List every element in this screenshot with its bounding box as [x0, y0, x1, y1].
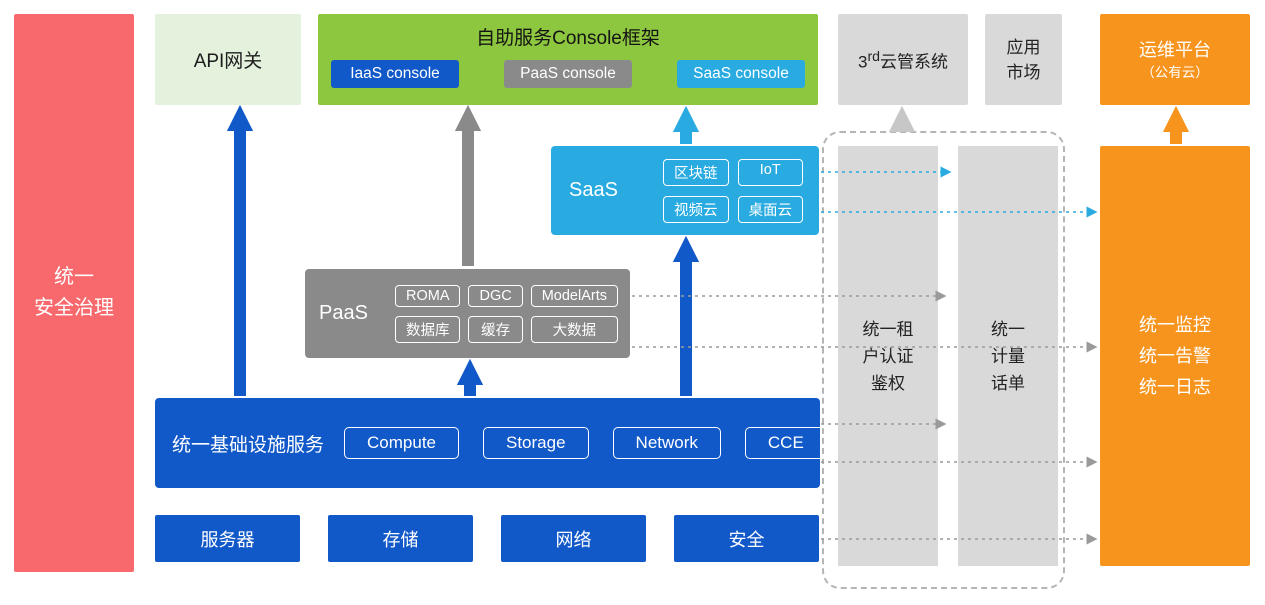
iaas-service-compute: Compute: [344, 427, 459, 459]
paas-service-grid: ROMA DGC ModelArts 数据库 缓存 大数据: [394, 284, 618, 343]
app-market-box: 应用 市场: [985, 14, 1062, 105]
iaas-label: 统一基础设施服务: [172, 434, 325, 456]
saas-service-iot: IoT: [737, 158, 803, 186]
resource-box-network: 网络: [501, 515, 646, 562]
paas-service-cache: 缓存: [468, 315, 523, 343]
app-market-line2: 市场: [1006, 62, 1041, 82]
security-governance-line2: 安全治理: [34, 297, 114, 319]
paas-service-dgc: DGC: [468, 284, 523, 307]
iaas-service-cce: CCE: [744, 427, 827, 459]
console-chip-row: IaaS console PaaS console SaaS console: [318, 60, 818, 88]
metering-line1: 统一: [991, 319, 1025, 339]
saas-service-grid: 区块链 IoT 视频云 桌面云: [663, 158, 803, 223]
metering-line3: 话单: [991, 373, 1025, 393]
resource-box-storage: 存储: [328, 515, 473, 562]
om-platform-box: 运维平台 （公有云）: [1100, 14, 1250, 105]
third-party-sup: rd: [867, 48, 881, 65]
saas-layer: SaaS 区块链 IoT 视频云 桌面云: [551, 146, 819, 235]
resource-box-server: 服务器: [155, 515, 300, 562]
iaas-layer: 统一基础设施服务 Compute Storage Network CCE: [155, 398, 827, 488]
om-platform-line2: （公有云）: [1141, 65, 1209, 80]
metering-line2: 计量: [991, 346, 1025, 366]
paas-label: PaaS: [319, 302, 368, 324]
paas-console-chip: PaaS console: [504, 60, 632, 88]
iaas-service-network: Network: [612, 427, 721, 459]
security-governance-line1: 统一: [54, 266, 94, 288]
monitor-alarm-log-box: 统一监控 统一告警 统一日志: [1100, 146, 1250, 566]
saas-console-chip: SaaS console: [677, 60, 805, 88]
paas-service-database: 数据库: [394, 315, 461, 343]
api-gateway-box: API网关: [155, 14, 301, 105]
saas-service-blockchain: 区块链: [663, 158, 729, 186]
iaas-service-row: Compute Storage Network CCE: [344, 427, 827, 459]
paas-service-roma: ROMA: [394, 284, 461, 307]
saas-label: SaaS: [569, 179, 618, 201]
shared-services-dashed-container: [822, 131, 1065, 589]
third-party-cms-label: 3rd云管系统: [857, 48, 949, 72]
paas-service-bigdata: 大数据: [530, 315, 618, 343]
resource-box-security: 安全: [674, 515, 819, 562]
api-gateway-label: API网关: [193, 51, 263, 72]
app-market-line1: 应用: [1006, 37, 1041, 57]
paas-layer: PaaS ROMA DGC ModelArts 数据库 缓存 大数据: [305, 269, 630, 358]
saas-service-video-cloud: 视频云: [663, 195, 729, 223]
monitor-line3: 统一日志: [1139, 376, 1211, 397]
om-platform-line1: 运维平台: [1139, 40, 1211, 60]
monitor-line2: 统一告警: [1139, 345, 1211, 366]
metering-bar: 统一 计量 话单: [958, 146, 1058, 566]
security-governance-pillar: 统一 安全治理: [14, 14, 134, 572]
tenant-auth-bar: 统一租 户认证 鉴权: [838, 146, 938, 566]
saas-service-desktop-cloud: 桌面云: [737, 195, 803, 223]
iaas-console-chip: IaaS console: [331, 60, 459, 88]
tenant-auth-line3: 鉴权: [871, 373, 905, 393]
paas-service-modelarts: ModelArts: [530, 284, 618, 307]
console-frame-title: 自助服务Console框架: [476, 28, 660, 49]
third-party-cms-box: 3rd云管系统: [838, 14, 968, 105]
monitor-line1: 统一监控: [1139, 314, 1211, 335]
tenant-auth-line2: 户认证: [862, 346, 914, 366]
tenant-auth-line1: 统一租: [862, 319, 914, 339]
iaas-service-storage: Storage: [483, 427, 589, 459]
console-frame-box: 自助服务Console框架 IaaS console PaaS console …: [318, 14, 818, 105]
